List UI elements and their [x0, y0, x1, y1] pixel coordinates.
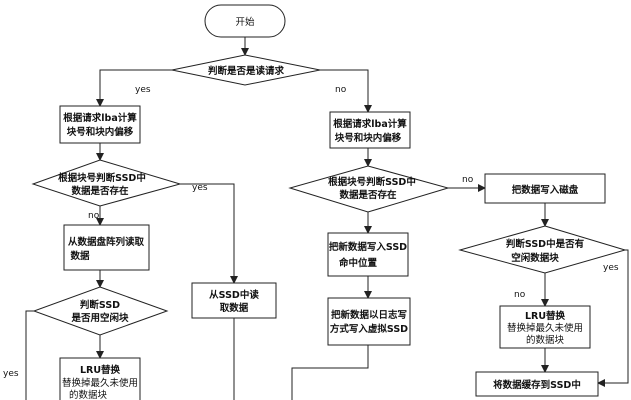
read-ssd-line1: 从SSD中读 — [209, 289, 259, 301]
write-ssd-line1: 把新数据写入SSD — [329, 241, 407, 253]
read-check-diamond: 判断是否是读请求 — [171, 54, 321, 86]
lru-left-box: LRU替换 替换掉最久未使用 的数据块 — [59, 357, 141, 400]
edge-writelog-down — [291, 345, 369, 400]
label-right-exist-no: no — [462, 175, 474, 185]
left-ssd-check-line1: 根据块号判断SSD中 — [58, 172, 146, 184]
connectors — [25, 37, 629, 400]
lru-left-line3: 的数据块 — [69, 389, 108, 400]
write-ssd-box: 把新数据写入SSD 命中位置 — [327, 232, 409, 277]
label-free-left-yes: yes — [3, 369, 19, 379]
write-disk-box: 把数据写入磁盘 — [484, 173, 606, 204]
left-calc-line1: 根据请求lba计算 — [63, 112, 137, 124]
right-ssd-check-line2: 数据是否存在 — [338, 189, 397, 201]
start-label: 开始 — [235, 16, 255, 28]
cache-ssd-label: 将数据缓存到SSD中 — [493, 379, 581, 391]
label-read-no: no — [335, 85, 347, 95]
read-disk-line2: 数据 — [69, 250, 90, 262]
read-ssd-box: 从SSD中读 取数据 — [191, 282, 277, 319]
lru-right-line3: 的数据块 — [526, 334, 565, 346]
label-left-exist-no: no — [88, 211, 100, 221]
left-calc-box: 根据请求lba计算 块号和块内偏移 — [59, 105, 141, 144]
write-ssd-line2: 命中位置 — [338, 257, 378, 269]
read-disk-line1: 从数据盘阵列读取 — [68, 236, 145, 248]
label-left-exist-yes: yes — [192, 183, 208, 193]
label-read-yes: yes — [135, 85, 151, 95]
lru-left-line2: 替换掉最久未使用 — [62, 377, 138, 389]
label-free-right-yes: yes — [603, 263, 619, 273]
right-calc-box: 根据请求lba计算 块号和块内偏移 — [329, 111, 411, 149]
read-disk-box: 从数据盘阵列读取 数据 — [63, 224, 150, 271]
left-ssd-check-line2: 数据是否存在 — [70, 185, 129, 197]
write-disk-label: 把数据写入磁盘 — [512, 184, 579, 196]
left-calc-line2: 块号和块内偏移 — [67, 126, 134, 138]
right-calc-line1: 根据请求lba计算 — [333, 118, 407, 130]
label-free-right-no: no — [514, 290, 526, 300]
left-ssd-check-diamond: 根据块号判断SSD中 数据是否存在 — [31, 159, 182, 207]
edge-read-no — [320, 69, 372, 113]
edge-free-yes — [25, 310, 34, 400]
edge-read-yes — [96, 69, 172, 107]
read-check-label: 判断是否是读请求 — [208, 65, 285, 77]
free-check-left-line2: 是否用空闲块 — [70, 312, 129, 324]
write-log-line2: 方式写入虚拟SSD — [330, 323, 408, 335]
free-check-right-diamond: 判断SSD中是否有 空闲数据块 — [458, 225, 627, 274]
free-check-left-line1: 判断SSD — [80, 299, 120, 311]
lru-right-line1: LRU替换 — [525, 310, 566, 322]
free-check-right-line2: 空闲数据块 — [511, 252, 559, 264]
free-check-right-line1: 判断SSD中是否有 — [506, 238, 585, 250]
read-ssd-line2: 取数据 — [220, 302, 249, 314]
free-check-left-diamond: 判断SSD 是否用空闲块 — [32, 286, 169, 336]
write-log-line1: 把新数据以日志写 — [331, 309, 407, 321]
lru-right-line2: 替换掉最久未使用 — [507, 322, 583, 334]
start-node: 开始 — [204, 4, 286, 38]
write-log-box: 把新数据以日志写 方式写入虚拟SSD — [327, 297, 411, 346]
cache-ssd-box: 将数据缓存到SSD中 — [475, 371, 599, 397]
lru-right-box: LRU替换 替换掉最久未使用 的数据块 — [499, 305, 591, 349]
lru-left-line1: LRU替换 — [80, 364, 121, 376]
edge-leftcheck-yes — [180, 183, 238, 284]
right-calc-line2: 块号和块内偏移 — [335, 132, 402, 144]
right-ssd-check-diamond: 根据块号判断SSD中 数据是否存在 — [288, 165, 450, 213]
right-ssd-check-line1: 根据块号判断SSD中 — [328, 176, 416, 188]
